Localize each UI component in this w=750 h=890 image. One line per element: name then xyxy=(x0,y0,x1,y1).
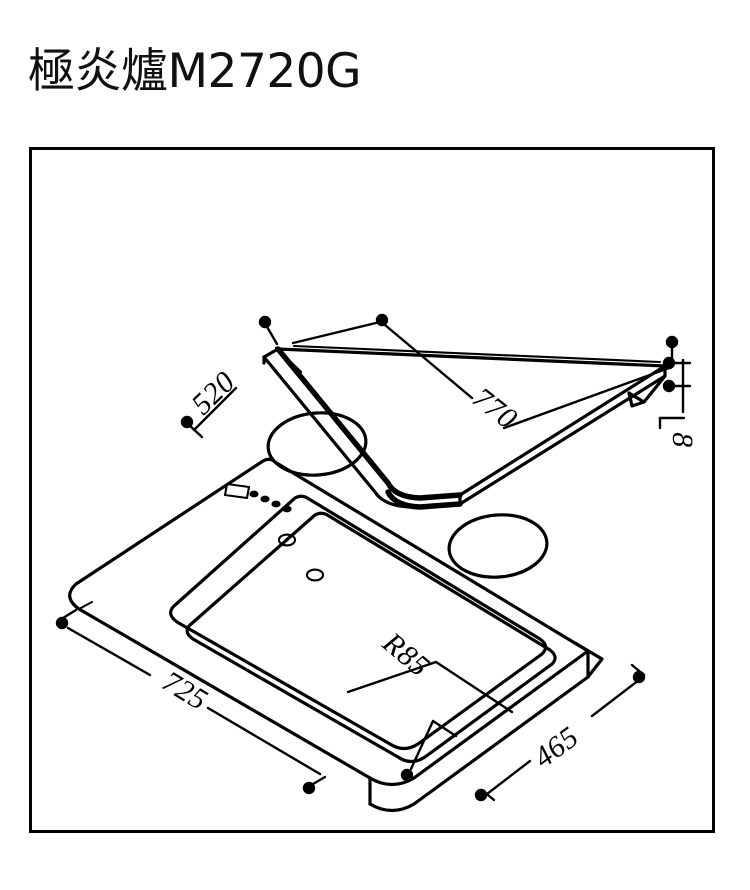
burner-ring-front-right xyxy=(447,513,549,579)
dim-725-endpoint-a xyxy=(55,616,69,630)
dim-8: 8 xyxy=(658,356,699,448)
cooktop-rear-rim-line xyxy=(292,344,662,364)
control-display-rectangle xyxy=(223,482,251,500)
page-title: 極炎爐M2720G xyxy=(28,44,362,99)
countertop-cutout-template xyxy=(68,457,604,813)
dim-770-endpoint-a xyxy=(375,313,389,327)
dim-r85: R85 xyxy=(346,625,514,782)
countertop-right-corner-chamfer xyxy=(573,641,604,679)
countertop-right-thickness xyxy=(368,649,590,813)
dim-770-endpoint-b xyxy=(665,335,679,349)
dim-r85-endpoint xyxy=(400,768,414,782)
cooktop-front-edge-highlight xyxy=(275,346,463,501)
dim-r85-leader-upper xyxy=(434,660,514,714)
dim-725-witness-a xyxy=(61,608,78,620)
dim-770-leader-upper xyxy=(383,323,474,400)
countertop-top-face xyxy=(68,457,590,787)
dim-465-leader-upper xyxy=(590,678,641,718)
dim-520-endpoint-a xyxy=(258,315,272,329)
dim-r85-leader-lower xyxy=(431,719,458,738)
dim-r85-leader-tail xyxy=(409,719,435,771)
dim-770-witness-a xyxy=(291,320,382,345)
knob-hole-lower xyxy=(305,568,325,582)
dim-8-label: 8 xyxy=(666,432,699,448)
burner-ring-rear-left xyxy=(266,411,368,477)
dim-520-witness-a xyxy=(264,323,279,346)
dim-520-endpoint-b xyxy=(180,415,194,429)
cooktop-slab xyxy=(223,344,667,582)
cooktop-right-notch-inner xyxy=(627,391,646,408)
dim-465-endpoint-b xyxy=(474,788,488,802)
dim-520-witness-b xyxy=(187,423,204,439)
dim-725-leader-upper xyxy=(66,626,152,677)
dim-725-label: 725 xyxy=(156,665,213,717)
dim-770-label: 770 xyxy=(466,381,523,436)
cutout-opening-lower xyxy=(185,511,557,764)
dim-r85-underline xyxy=(346,660,438,694)
dim-8-endpoint-b xyxy=(662,379,676,393)
dim-520-leader-upper xyxy=(274,346,303,374)
indicator-dots xyxy=(249,490,292,513)
dim-520: 520 xyxy=(180,315,303,439)
dim-770: 770 xyxy=(291,313,679,436)
technical-drawing-svg: 520 770 8 xyxy=(55,313,699,813)
drawing-border: 520 770 8 xyxy=(29,147,715,833)
dim-520-label: 520 xyxy=(185,365,241,421)
dim-465-endpoint-a xyxy=(632,670,646,684)
dim-465-label: 465 xyxy=(528,720,585,774)
dim-725-endpoint-b xyxy=(302,781,316,795)
dim-520-leader-lower xyxy=(192,386,238,432)
dim-725-witness-b xyxy=(311,775,327,786)
dim-465-leader-lower xyxy=(485,759,532,796)
dim-r85-label: R85 xyxy=(376,625,436,683)
dim-725-leader-lower xyxy=(206,706,322,776)
cooktop-bottom-thickness-edge xyxy=(385,489,463,510)
cooktop-right-thickness-edge xyxy=(458,364,667,506)
dim-770-leader-lower xyxy=(502,366,671,430)
dim-8-endpoint-a xyxy=(662,356,676,370)
knob-hole-upper xyxy=(277,533,297,547)
countertop-left-connector xyxy=(77,600,94,611)
